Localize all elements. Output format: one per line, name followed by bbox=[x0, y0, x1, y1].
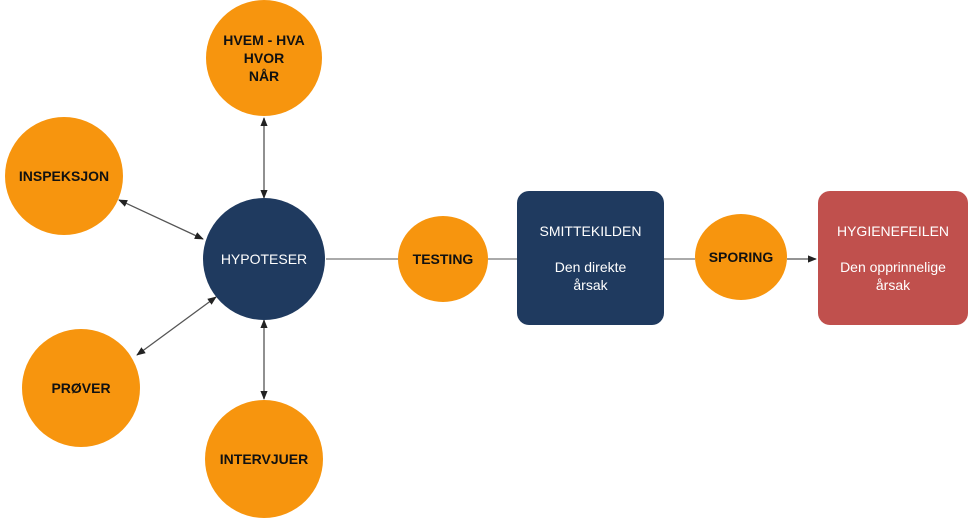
node-inspeksjon: INSPEKSJON bbox=[5, 117, 123, 235]
edge-hypoteser-inspeksjon bbox=[118, 199, 204, 240]
node-testing: TESTING bbox=[398, 216, 488, 302]
node-smittekilden-subtitle: Den direkte årsak bbox=[554, 259, 627, 293]
node-smittekilden-title: SMITTEKILDEN bbox=[539, 223, 642, 239]
node-intervjuer: INTERVJUER bbox=[205, 400, 323, 518]
node-sporing-label: SPORING bbox=[708, 249, 774, 265]
node-inspeksjon-label: INSPEKSJON bbox=[18, 168, 110, 184]
node-intervjuer-label: INTERVJUER bbox=[219, 451, 309, 467]
edge-hypoteser-prover bbox=[136, 296, 217, 356]
node-hypoteser-label: HYPOTESER bbox=[220, 251, 308, 267]
node-prover-label: PRØVER bbox=[51, 380, 111, 396]
node-hvem-line-2: HVOR bbox=[243, 50, 285, 66]
node-smittekilden: SMITTEKILDEN Den direkte årsak bbox=[517, 191, 664, 325]
node-sporing: SPORING bbox=[695, 214, 787, 300]
node-hvem-hva-hvor-nar: HVEM - HVA HVOR NÅR bbox=[206, 0, 322, 116]
node-hvem-line-1: HVEM - HVA bbox=[223, 32, 305, 48]
node-hygienefeilen: HYGIENEFEILEN Den opprinnelige årsak bbox=[818, 191, 968, 325]
node-hygienefeilen-title: HYGIENEFEILEN bbox=[836, 223, 950, 239]
node-hvem-line-3: NÅR bbox=[248, 68, 280, 84]
node-prover: PRØVER bbox=[22, 329, 140, 447]
node-hypoteser: HYPOTESER bbox=[203, 198, 325, 320]
node-testing-label: TESTING bbox=[412, 251, 474, 267]
node-hygienefeilen-subtitle: Den opprinnelige årsak bbox=[840, 259, 946, 293]
